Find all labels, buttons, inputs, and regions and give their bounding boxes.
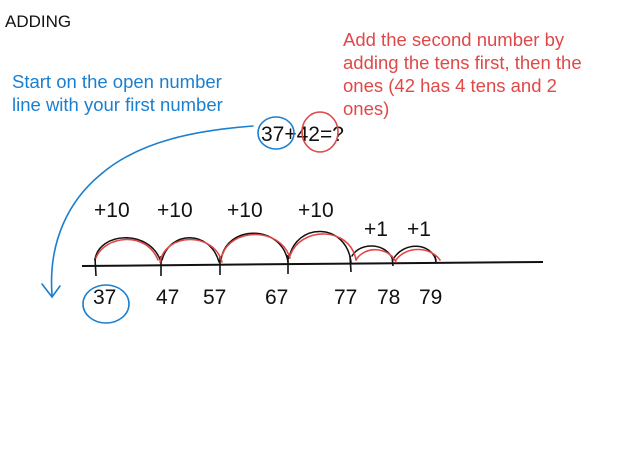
- number-line-label: 77: [334, 286, 358, 309]
- jump-arc: [95, 238, 159, 261]
- jump-label-plus-one: +1: [407, 218, 431, 241]
- number-line-label: 47: [156, 286, 180, 309]
- start-instruction-line: Start on the open number: [12, 71, 222, 92]
- equation-first-number: 37: [261, 123, 285, 146]
- jump-arc: [289, 233, 357, 261]
- jump-label-plus-ten: +10: [94, 199, 130, 222]
- second-number-circle: [301, 111, 339, 153]
- jump-label-plus-one: +1: [364, 218, 388, 241]
- tick-mark: [94, 257, 97, 277]
- jump-arc: [221, 233, 291, 259]
- jump-arc: [395, 248, 441, 261]
- start-instruction: Start on the open number line with your …: [12, 70, 223, 116]
- open-number-line: [81, 261, 544, 267]
- tens-ones-instruction: Add the second number by adding the tens…: [343, 28, 582, 120]
- number-line-label: 37: [93, 286, 117, 309]
- tens-ones-instruction-line: ones): [343, 98, 390, 119]
- jump-label-plus-ten: +10: [298, 199, 334, 222]
- tens-ones-instruction-line: ones (42 has 4 tens and 2: [343, 75, 557, 96]
- jump-arc: [393, 245, 437, 261]
- jump-arc: [220, 232, 289, 263]
- number-line-label: 79: [419, 286, 443, 309]
- number-line-label: 67: [265, 286, 289, 309]
- jump-arc: [288, 230, 352, 263]
- arrow-head: [41, 283, 61, 299]
- jump-arc: [94, 237, 162, 263]
- start-number-circle: [82, 284, 130, 324]
- number-line-label: 57: [203, 286, 227, 309]
- first-number-circle: [257, 116, 295, 150]
- jump-label-plus-ten: +10: [227, 199, 263, 222]
- arrow-curve: [50, 125, 254, 296]
- page-title: ADDING: [5, 12, 72, 31]
- tens-ones-instruction-line: Add the second number by: [343, 29, 565, 50]
- number-line-label: 78: [377, 286, 401, 309]
- jump-arc: [161, 237, 220, 263]
- jump-arc: [159, 238, 223, 263]
- jump-label-plus-ten: +10: [157, 199, 193, 222]
- tens-ones-instruction-line: adding the tens first, then the: [343, 52, 582, 73]
- jump-arc: [355, 248, 397, 263]
- start-instruction-line: line with your first number: [12, 94, 223, 115]
